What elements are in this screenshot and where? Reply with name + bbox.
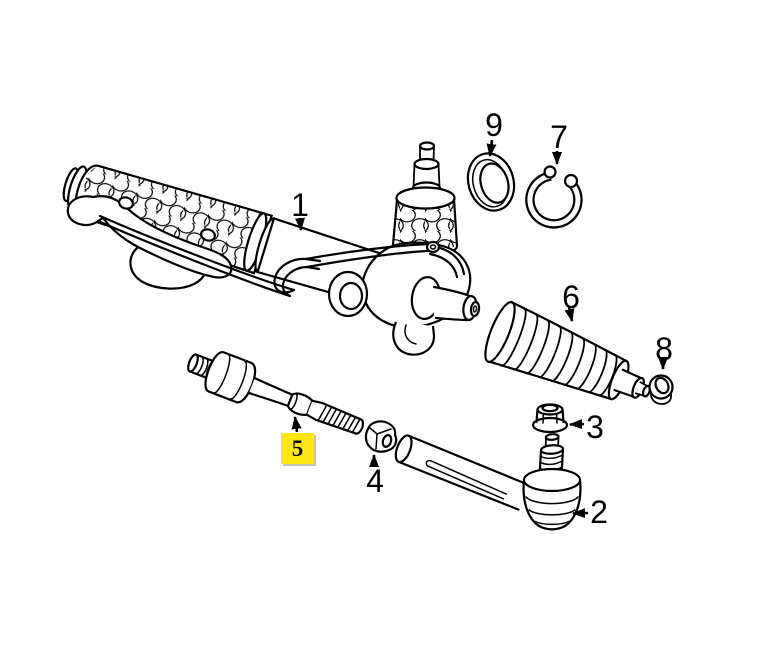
callout-5-arrow bbox=[291, 416, 302, 433]
callout-2-arrow bbox=[572, 508, 589, 519]
callout-8[interactable]: 8 bbox=[655, 331, 673, 367]
steering-gear-assembly-art bbox=[62, 141, 481, 356]
snap-ring-art bbox=[525, 165, 583, 229]
outer-tie-rod-art bbox=[394, 433, 582, 531]
callout-6-arrow bbox=[564, 306, 575, 322]
callout-3[interactable]: 3 bbox=[586, 409, 604, 445]
callout-9[interactable]: 9 bbox=[485, 107, 503, 143]
bellows-boot-art bbox=[484, 300, 652, 401]
callout-arrows bbox=[291, 139, 668, 519]
callout-3-arrow bbox=[569, 419, 585, 430]
seal-ring-art bbox=[466, 152, 516, 212]
callout-7[interactable]: 7 bbox=[550, 119, 568, 155]
callout-1[interactable]: 1 bbox=[291, 187, 309, 223]
callout-9-arrow bbox=[486, 139, 497, 157]
callout-4[interactable]: 4 bbox=[366, 463, 384, 499]
callout-6[interactable]: 6 bbox=[562, 279, 580, 315]
inner-tie-rod-art bbox=[187, 351, 365, 435]
lock-nut-art bbox=[648, 374, 674, 405]
callout-1-arrow bbox=[295, 217, 305, 231]
callout-2[interactable]: 2 bbox=[590, 494, 608, 530]
hex-nut-art bbox=[364, 420, 398, 453]
callout-5-highlighted[interactable]: 5 bbox=[281, 433, 314, 464]
flange-nut-art bbox=[531, 403, 569, 434]
